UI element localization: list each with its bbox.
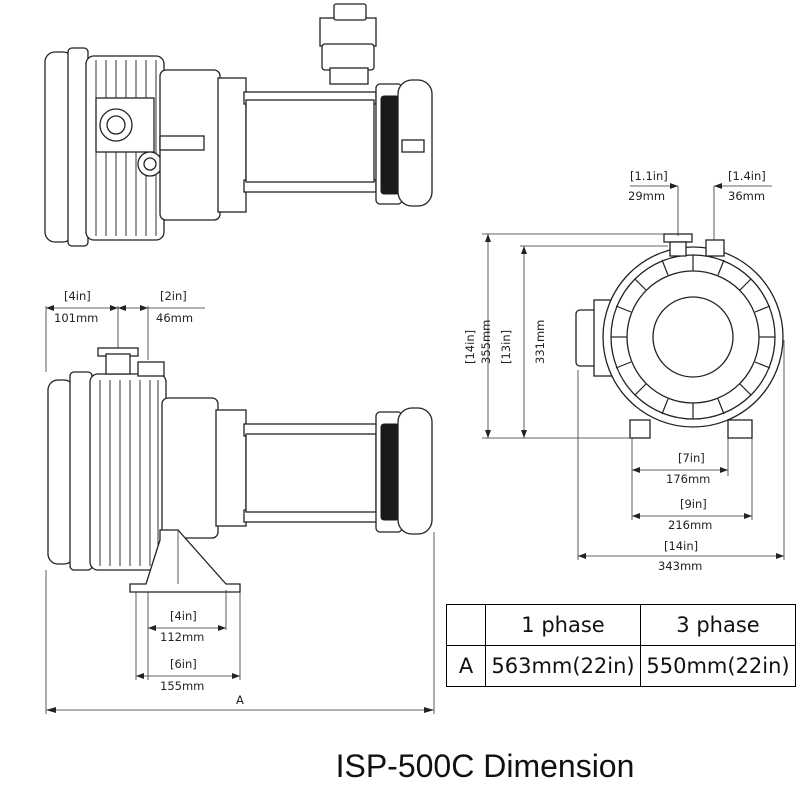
- foot-inner-in: [4in]: [170, 609, 197, 623]
- base-width-in: [14in]: [664, 539, 698, 553]
- overall-length-dimension: A: [45, 532, 435, 714]
- base-inner-in: [7in]: [678, 451, 705, 465]
- table-row-label: A: [446, 645, 486, 687]
- table-corner-cell: [446, 604, 486, 646]
- front-view-pump: [575, 233, 784, 439]
- foot-outer-in: [6in]: [170, 657, 197, 671]
- base-inner-mm: 176mm: [666, 472, 710, 486]
- table-header-row: 1 phase 3 phase: [446, 604, 796, 646]
- table-row: A 563mm(22in) 550mm(22in): [446, 645, 796, 687]
- port-dimensions: [1.1in] 29mm [1.4in] 36mm: [628, 169, 772, 240]
- inlet-offset-in: [4in]: [64, 289, 91, 303]
- table-header-3-phase: 3 phase: [640, 604, 796, 646]
- height-total-mm: 355mm: [479, 320, 493, 364]
- inlet-outlet-dimensions: [4in] 101mm [2in] 46mm: [45, 289, 205, 372]
- port-1-mm: 29mm: [628, 189, 665, 203]
- base-mid-in: [9in]: [680, 497, 707, 511]
- outlet-offset-mm: 46mm: [156, 311, 193, 325]
- base-dimensions: [7in] 176mm [9in] 216mm [14in] 343mm: [577, 340, 785, 573]
- foot-outer-mm: 155mm: [160, 679, 204, 693]
- top-view-pump: [44, 3, 433, 247]
- port-2-in: [1.4in]: [728, 169, 766, 183]
- overall-length-label: A: [236, 693, 244, 707]
- table-value-1-phase: 563mm(22in): [485, 645, 641, 687]
- foot-dimensions: [4in] 112mm [6in] 155mm: [135, 590, 241, 693]
- port-2-mm: 36mm: [728, 189, 765, 203]
- side-view-pump: [47, 347, 433, 593]
- inlet-offset-mm: 101mm: [54, 311, 98, 325]
- base-width-mm: 343mm: [658, 559, 702, 573]
- phase-dimension-table: 1 phase 3 phase A 563mm(22in) 550mm(22in…: [446, 604, 796, 687]
- port-1-in: [1.1in]: [630, 169, 668, 183]
- table-value-3-phase: 550mm(22in): [640, 645, 796, 687]
- height-dimensions: [14in] 355mm [13in] 331mm: [463, 233, 668, 439]
- height-total-in: [14in]: [463, 330, 477, 364]
- foot-inner-mm: 112mm: [160, 630, 204, 644]
- height-port-in: [13in]: [499, 330, 513, 364]
- height-port-mm: 331mm: [533, 320, 547, 364]
- base-mid-mm: 216mm: [668, 518, 712, 532]
- outlet-offset-in: [2in]: [160, 289, 187, 303]
- page-title: ISP-500C Dimension: [335, 748, 635, 784]
- table-header-1-phase: 1 phase: [485, 604, 641, 646]
